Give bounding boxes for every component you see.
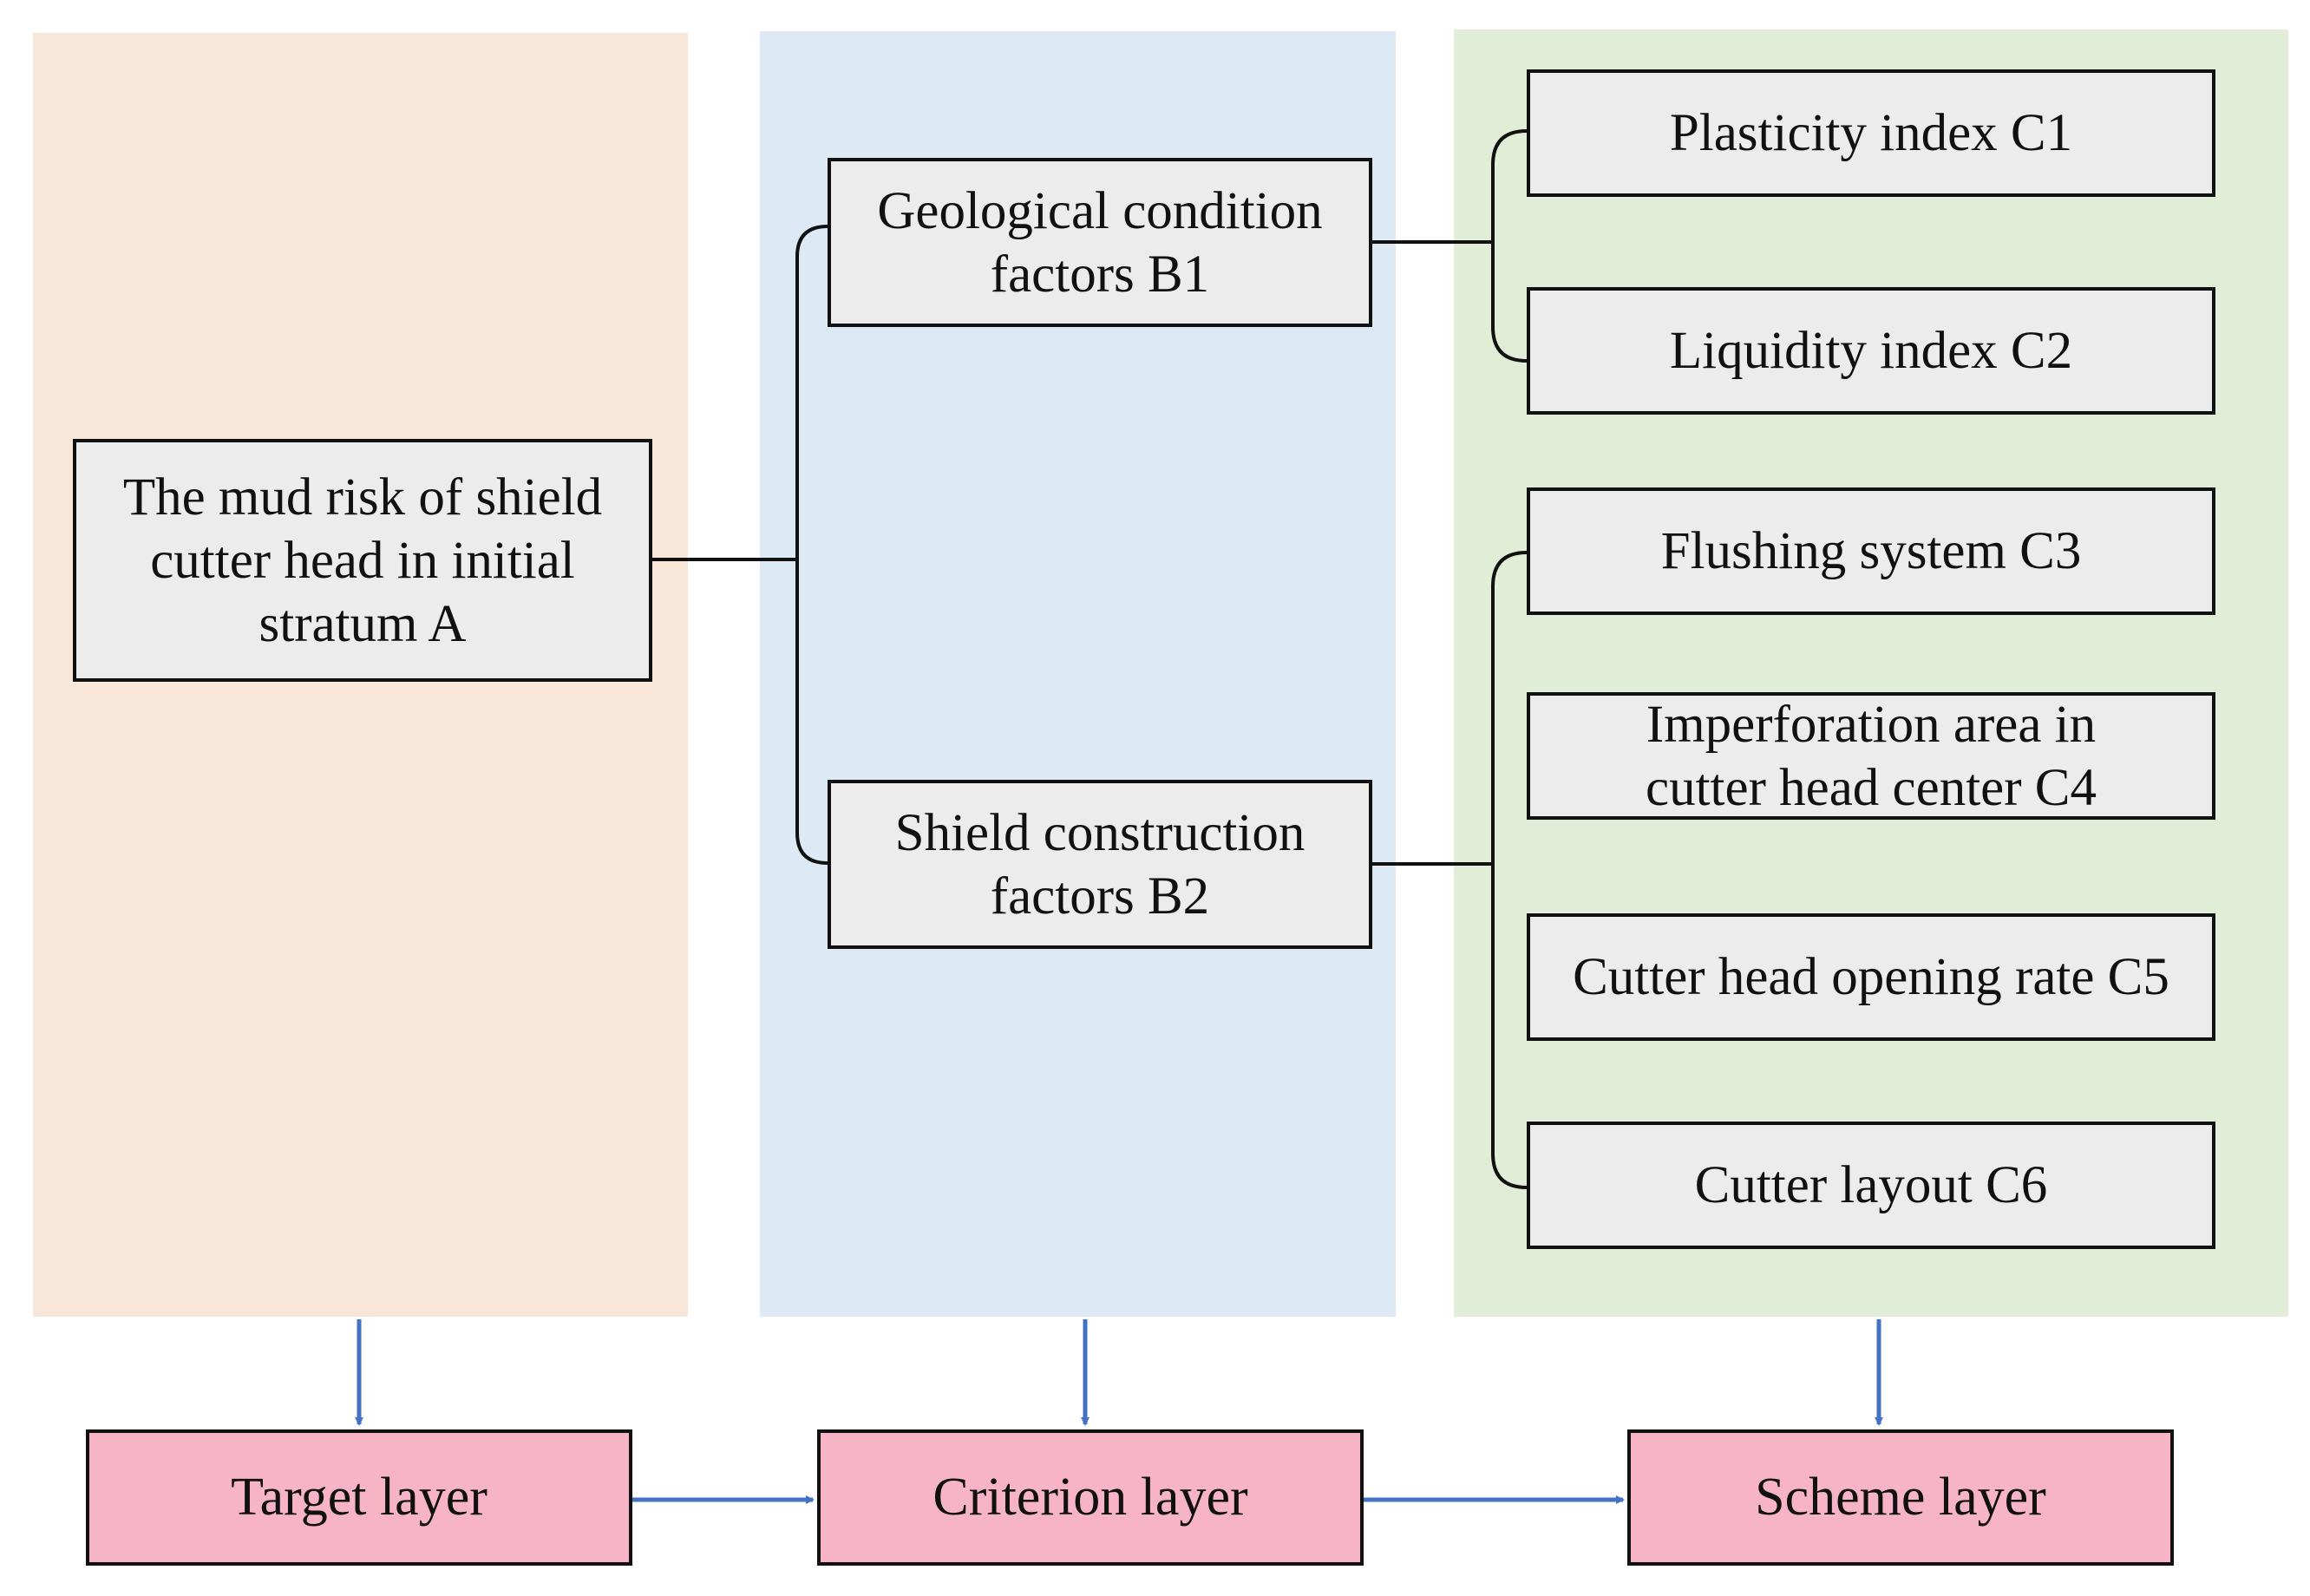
node-c6-cutter-layout: Cutter layout C6 xyxy=(1527,1122,2215,1249)
node-a-mud-risk: The mud risk of shield cutter head in in… xyxy=(73,439,652,682)
node-c5-opening-rate: Cutter head opening rate C5 xyxy=(1527,913,2215,1041)
criterion-layer-box: Criterion layer xyxy=(817,1429,1364,1566)
scheme-layer-panel xyxy=(1454,29,2288,1317)
node-c3-flushing-system: Flushing system C3 xyxy=(1527,487,2215,615)
node-c1-plasticity-index: Plasticity index C1 xyxy=(1527,69,2215,197)
target-layer-box: Target layer xyxy=(86,1429,632,1566)
node-c2-liquidity-index: Liquidity index C2 xyxy=(1527,287,2215,415)
node-c4-imperforation-area: Imperforation area in cutter head center… xyxy=(1527,692,2215,820)
node-b2-shield-construction: Shield construction factors B2 xyxy=(828,780,1372,949)
scheme-layer-box: Scheme layer xyxy=(1627,1429,2174,1566)
node-b1-geological-condition: Geological condition factors B1 xyxy=(828,158,1372,327)
